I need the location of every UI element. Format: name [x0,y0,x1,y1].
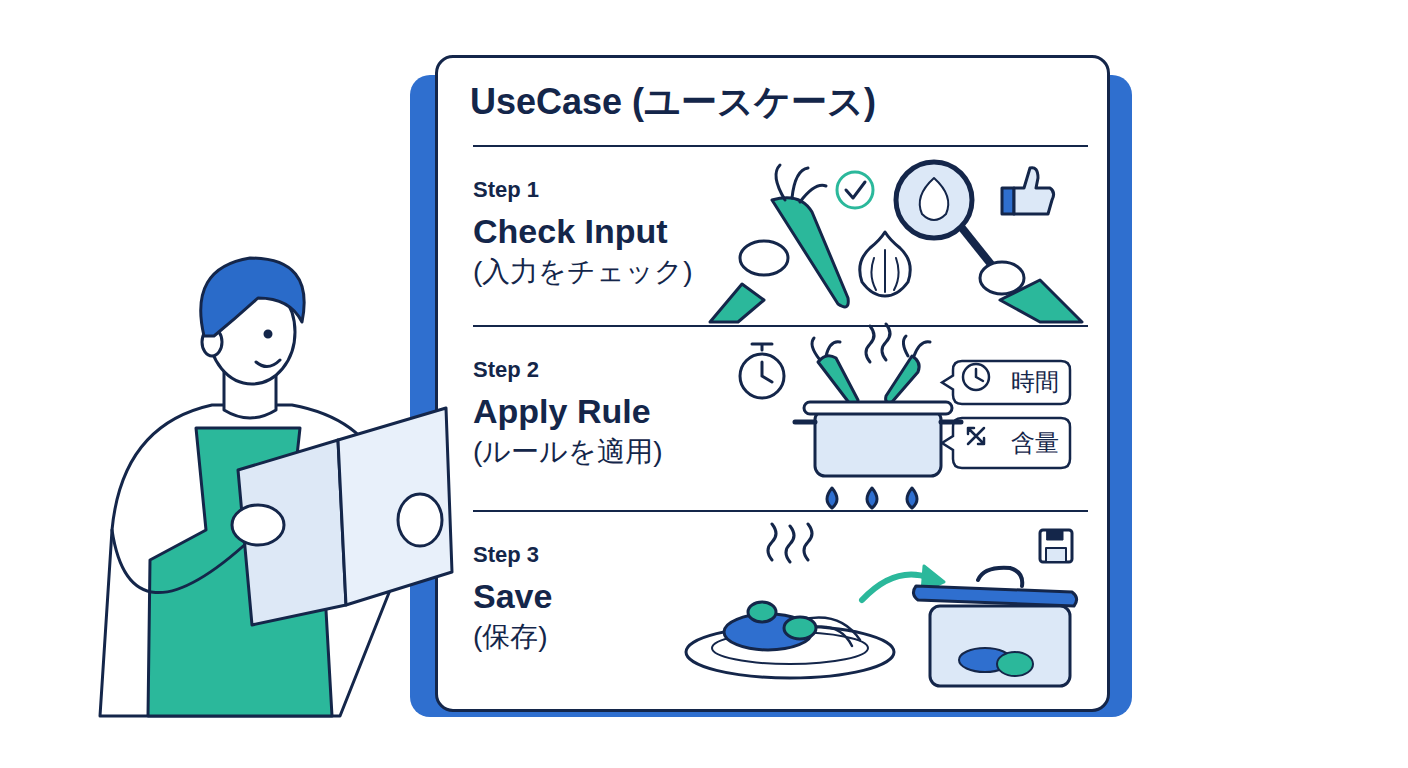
flame [867,488,877,508]
step-number: Step 3 [473,542,773,568]
check-input-illustration [710,162,1082,322]
storage-container [930,606,1070,686]
person-ear [202,328,222,356]
thumbs-up-cuff [1002,188,1014,214]
person-hand [398,494,442,546]
step-band: Step 3 Save(保存) [473,510,1088,715]
person-apron [148,428,332,716]
stored-food [959,648,1011,672]
step-name: Apply Rule [473,391,773,432]
save-arrow [862,574,930,600]
person-neck [224,365,276,418]
carrot [772,198,848,307]
card-title: UseCase (ユースケース) [470,80,1070,123]
carrot-leaves [776,165,826,202]
carrot-leaves [903,336,930,356]
flame [907,488,917,508]
pot-rim [804,402,952,414]
pot-body [815,410,941,476]
check-mark-circle [837,172,873,208]
steam [768,524,812,562]
callout-outline [942,361,1070,404]
step-name-japanese: (保存) [473,620,773,654]
step-name: Save [473,576,773,617]
step-number: Step 1 [473,177,773,203]
onion-magnified [920,178,949,220]
sleeve [710,284,764,322]
callout-outline [942,418,1070,468]
person-hand [232,505,284,545]
step-name: Check Input [473,211,773,252]
onion [860,232,910,296]
plate [686,626,894,678]
sleeve [1000,280,1082,322]
stopwatch-hands [752,344,772,382]
book-right-page [338,408,452,605]
stored-food [997,652,1033,676]
person-smile [256,360,280,367]
food [724,614,812,650]
flame [827,488,837,508]
noodles [800,618,860,647]
plate-rim [712,632,868,664]
lid-handle [978,568,1022,586]
usecase-card: UseCase (ユースケース) Step 1 Check Input(入力をチェッ… [435,55,1110,712]
stopwatch [740,354,784,398]
container-lid [913,586,1076,606]
floppy-shutter [1047,530,1063,540]
callout-label: 時間 [1011,368,1059,397]
floppy-label [1046,548,1066,562]
onion-lines [871,250,898,292]
carrot [818,356,858,406]
callout-box: 含量 [953,417,1071,469]
step-band: Step 2 Apply Rule(ルールを適用) 時間含量 [473,325,1088,510]
thumbs-up [1014,168,1054,214]
food-vegetable [748,602,776,622]
food-vegetable [784,617,816,639]
check-mark [846,182,865,198]
hand [740,241,788,275]
apply-rule-illustration [740,324,989,508]
clock-hands [976,369,983,381]
save-illustration [686,524,1077,686]
step-band: Step 1 Check Input(入力をチェック) [473,145,1088,325]
carrot-leaves [812,338,840,360]
person-illustration [100,258,452,716]
magnifier-lens [896,162,972,238]
step-name-japanese: (入力をチェック) [473,255,773,289]
pot-handles [795,420,961,425]
carrot [886,356,920,402]
step-number: Step 2 [473,357,773,383]
magnifier-handle [962,228,994,268]
person-arm [112,530,250,593]
save-arrow-head [922,566,944,592]
callout-label: 含量 [1011,429,1059,458]
floppy-disk-icon [1040,530,1072,562]
callout-box: 時間 [953,360,1071,405]
clock-icon [963,364,989,390]
step-name-japanese: (ルールを適用) [473,435,773,469]
book-left-page [238,440,346,625]
hand [980,262,1024,294]
person-head [209,280,295,384]
person-eye [265,331,271,337]
amount-icon [968,428,984,444]
steam [866,324,890,362]
person-shirt [100,405,402,716]
person-hair [201,258,304,336]
